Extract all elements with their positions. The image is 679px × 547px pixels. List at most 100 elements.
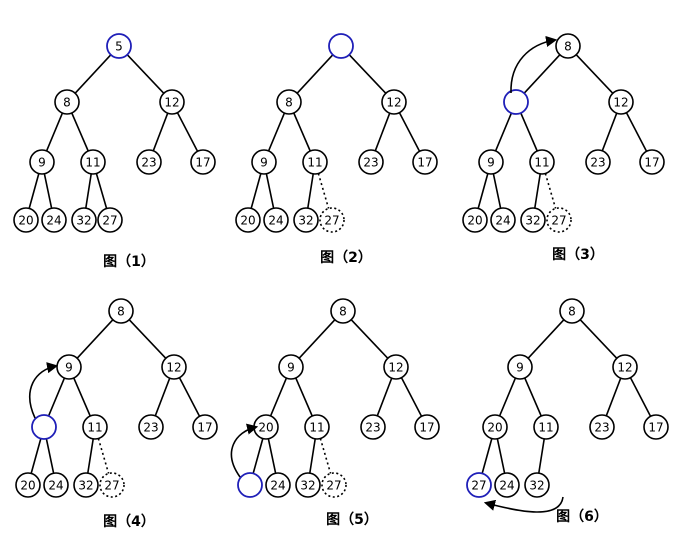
- node-circle: [263, 207, 289, 233]
- node-value: 9: [516, 361, 524, 375]
- heap-node: 8: [54, 89, 80, 115]
- node-circle: [276, 89, 302, 115]
- node-circle: [13, 207, 39, 233]
- node-circle: [612, 354, 638, 380]
- node-value: 32: [76, 214, 91, 228]
- tree-edge: [350, 319, 389, 359]
- node-circle: [319, 207, 345, 233]
- tree-edge: [128, 319, 167, 359]
- heap-node: 32: [293, 207, 319, 233]
- node-value: 12: [164, 96, 179, 110]
- heap-node: 12: [612, 354, 638, 380]
- heap-node: 8: [330, 298, 356, 324]
- node-circle: [302, 149, 328, 175]
- heap-node: 17: [414, 414, 440, 440]
- heap-node: 11: [304, 414, 330, 440]
- node-circle: [546, 207, 572, 233]
- heap-node: 8: [108, 298, 134, 324]
- node-circle: [99, 472, 125, 498]
- tree-edge: [176, 112, 199, 152]
- tree-edge: [293, 112, 311, 152]
- caption-diagram-5: 图（5）: [326, 512, 378, 528]
- node-circle: [265, 472, 291, 498]
- node-value: 24: [495, 214, 510, 228]
- heap-node: 12: [161, 354, 187, 380]
- tree-edge: [265, 173, 275, 209]
- node-value: 24: [48, 479, 63, 493]
- heap-node: 23: [360, 414, 386, 440]
- arrow-move-up-6: [483, 496, 564, 513]
- node-value: 32: [529, 479, 544, 493]
- heap-node: 24: [494, 472, 520, 498]
- node-circle: [466, 472, 492, 498]
- node-circle: [71, 207, 97, 233]
- tree-edge: [605, 377, 622, 417]
- node-value: 9: [287, 361, 295, 375]
- heap-node: 27: [321, 472, 347, 498]
- heap-node: 9: [278, 354, 304, 380]
- node-value: 9: [260, 156, 268, 170]
- tree-edge: [85, 173, 92, 209]
- tree-edge: [575, 54, 614, 94]
- node-value: 32: [78, 479, 93, 493]
- heap-node: [237, 472, 263, 498]
- heap-node: 24: [263, 207, 289, 233]
- node-circle: [138, 414, 164, 440]
- node-value: 27: [104, 479, 119, 493]
- caption-diagram-4: 图（4）: [103, 514, 155, 530]
- tree-edge: [269, 377, 288, 417]
- heap-node: 8: [555, 33, 581, 59]
- heap-node: 5: [106, 33, 132, 59]
- tree-edge: [126, 54, 165, 94]
- heap-node: 20: [15, 472, 41, 498]
- heap-node: 11: [302, 149, 328, 175]
- node-value: 17: [644, 156, 659, 170]
- node-value: 32: [525, 214, 540, 228]
- tree-edge: [629, 377, 652, 417]
- tree-edge: [28, 173, 40, 209]
- node-circle: [295, 472, 321, 498]
- tree-edge: [625, 112, 648, 152]
- node-value: 8: [117, 305, 125, 319]
- tree-edge: [527, 319, 565, 359]
- tree-edge: [307, 173, 314, 209]
- node-value: 8: [339, 305, 347, 319]
- tree-edge: [45, 438, 55, 474]
- heap-node: 27: [99, 472, 125, 498]
- node-circle: [278, 354, 304, 380]
- node-circle: [80, 149, 106, 175]
- node-circle: [29, 149, 55, 175]
- tree-edge: [250, 173, 262, 209]
- heap-node: 17: [643, 414, 669, 440]
- node-value: 23: [365, 421, 380, 435]
- node-value: 23: [141, 156, 156, 170]
- heap-node: 9: [56, 354, 82, 380]
- heap-node: 17: [639, 149, 665, 175]
- node-value: 12: [166, 361, 181, 375]
- tree-edge: [400, 377, 423, 417]
- heap-node: 12: [159, 89, 185, 115]
- tree-edge: [295, 377, 313, 417]
- node-circle: [73, 472, 99, 498]
- node-circle: [639, 149, 665, 175]
- heap-node: 24: [43, 472, 69, 498]
- node-circle: [82, 414, 108, 440]
- heap-node: 8: [276, 89, 302, 115]
- heap-node: 23: [138, 414, 164, 440]
- node-value: 8: [564, 40, 572, 54]
- heap-node: 23: [589, 414, 615, 440]
- node-value: 17: [648, 421, 663, 435]
- node-circle: [381, 89, 407, 115]
- node-circle: [15, 472, 41, 498]
- tree-edge: [87, 438, 94, 474]
- node-value: 11: [307, 156, 322, 170]
- heap-node: 32: [524, 472, 550, 498]
- node-circle: [235, 207, 261, 233]
- node-value: 20: [258, 421, 273, 435]
- tree-edge: [76, 319, 114, 359]
- heap-node: 9: [507, 354, 533, 380]
- node-circle: [161, 354, 187, 380]
- heap-node: 11: [80, 149, 106, 175]
- tree-edge: [319, 438, 332, 474]
- tree-edge: [152, 112, 169, 152]
